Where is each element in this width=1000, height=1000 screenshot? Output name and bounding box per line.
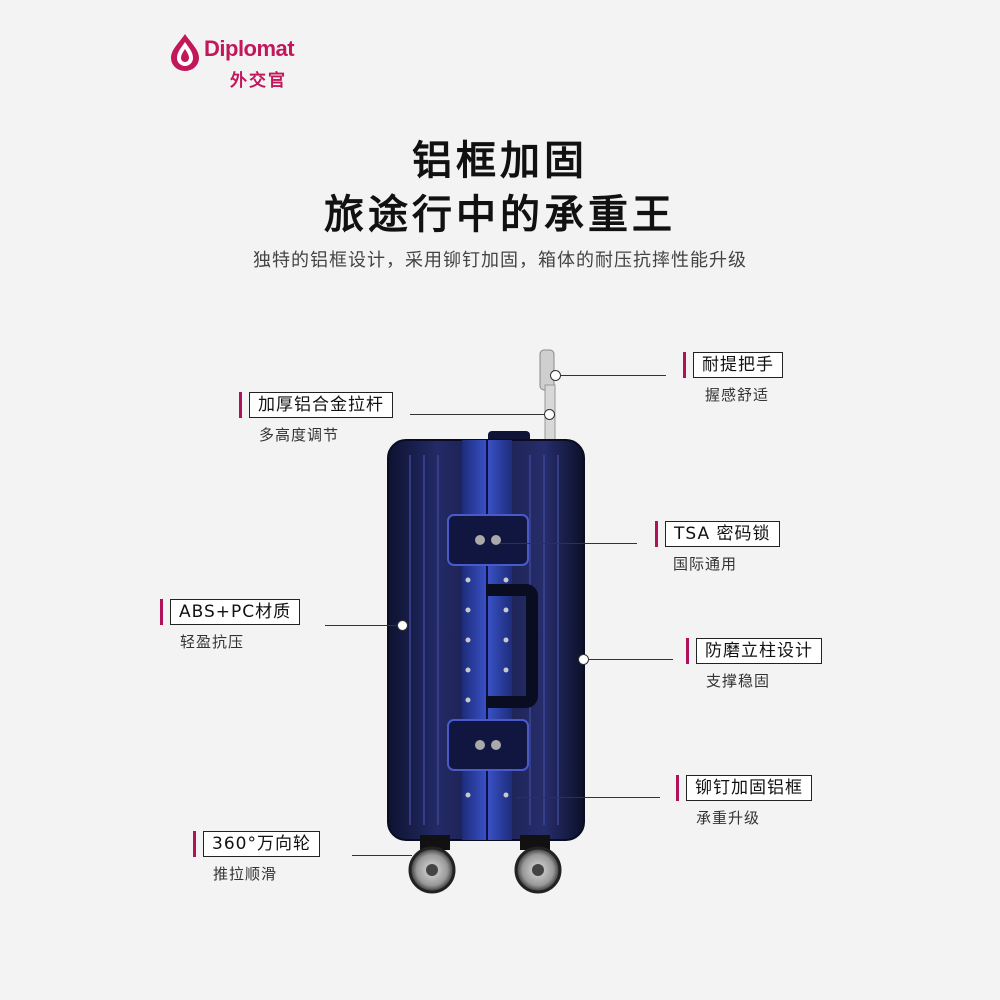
headline-line2: 旅途行中的承重王 <box>324 192 676 238</box>
feature-desc: 推拉顺滑 <box>213 865 278 883</box>
handle-pointer-dot <box>550 370 561 381</box>
abs-pointer-line <box>325 625 397 626</box>
logo-drop-icon <box>171 34 199 71</box>
accent-bar <box>683 352 686 378</box>
feature-title: 360°万向轮 <box>203 831 320 857</box>
accent-bar <box>686 638 689 664</box>
feature-desc: 承重升级 <box>696 809 761 827</box>
feature-title: ABS+PC材质 <box>170 599 301 625</box>
feature-desc: 握感舒适 <box>705 386 770 404</box>
suitcase-image <box>387 349 585 894</box>
accent-bar <box>676 775 679 801</box>
feature-title: TSA 密码锁 <box>665 521 780 547</box>
feature-title: 耐提把手 <box>693 352 783 378</box>
lock-pointer-line <box>500 543 637 544</box>
abs-pointer-dot <box>397 620 408 631</box>
accent-bar <box>655 521 658 547</box>
accent-bar <box>160 599 163 625</box>
headline-subtitle: 独特的铝框设计，采用铆钉加固，箱体的耐压抗摔性能升级 <box>253 250 747 271</box>
logo-text: Diplomat <box>204 36 295 61</box>
feature-desc: 国际通用 <box>673 555 738 573</box>
feature-title: 防磨立柱设计 <box>696 638 822 664</box>
feature-title: 铆钉加固铝框 <box>686 775 812 801</box>
trolley-pointer-dot <box>544 409 555 420</box>
pillar-pointer-dot <box>578 654 589 665</box>
logo-cn-text: 外交官 <box>230 71 287 91</box>
accent-bar <box>239 392 242 418</box>
pillar-pointer-line <box>588 659 673 660</box>
feature-title: 加厚铝合金拉杆 <box>249 392 393 418</box>
wheel-pointer-line <box>352 855 412 856</box>
feature-desc: 支撑稳固 <box>706 672 771 690</box>
handle-pointer-line <box>560 375 666 376</box>
trolley-pointer-line <box>410 414 546 415</box>
brand-logo: Diplomat 外交官 <box>168 30 308 91</box>
frame-pointer-line <box>515 797 660 798</box>
feature-desc: 多高度调节 <box>259 426 340 444</box>
feature-desc: 轻盈抗压 <box>180 633 245 651</box>
headline-line1: 铝框加固 <box>412 138 588 184</box>
accent-bar <box>193 831 196 857</box>
